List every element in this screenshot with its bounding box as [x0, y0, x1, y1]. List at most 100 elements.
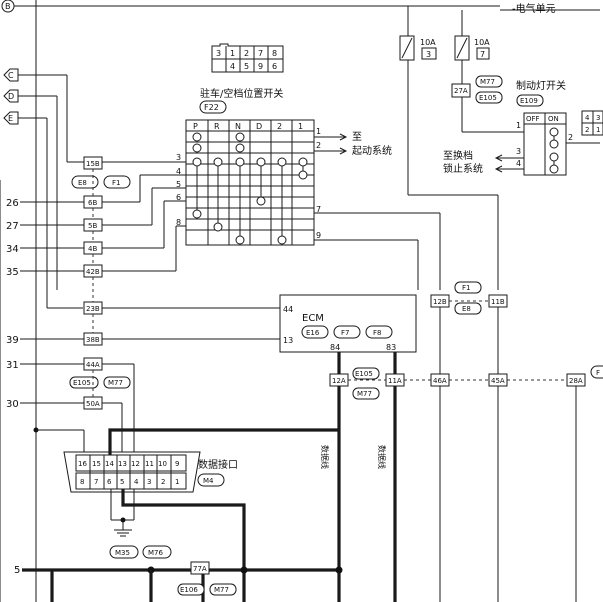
- data-line-label-1: 数据线: [320, 445, 330, 469]
- terminal-d: D: [3, 89, 19, 103]
- svg-text:11B: 11B: [491, 298, 505, 306]
- svg-text:3: 3: [216, 49, 221, 58]
- svg-text:50A: 50A: [86, 400, 100, 408]
- svg-text:2: 2: [316, 141, 321, 150]
- svg-text:9: 9: [316, 231, 321, 240]
- svg-text:E: E: [8, 114, 13, 123]
- svg-text:16: 16: [78, 460, 87, 468]
- terminal-e: E: [3, 111, 19, 125]
- svg-text:F1: F1: [462, 284, 470, 292]
- svg-text:ON: ON: [548, 115, 559, 123]
- svg-text:26: 26: [6, 198, 19, 209]
- to-start-2: 起动系统: [352, 144, 392, 157]
- svg-text:5: 5: [244, 62, 249, 71]
- svg-text:E105: E105: [355, 370, 373, 378]
- svg-text:8: 8: [272, 49, 277, 58]
- svg-text:34: 34: [6, 244, 19, 255]
- svg-text:4: 4: [134, 478, 139, 486]
- svg-text:F7: F7: [341, 329, 349, 337]
- to-start-1: 至: [352, 131, 362, 143]
- svg-text:42B: 42B: [86, 268, 100, 276]
- ground-ids: M35 M76: [109, 545, 172, 559]
- dlc-title: 数据接口: [198, 458, 238, 471]
- svg-text:27A: 27A: [454, 87, 468, 95]
- svg-text:5B: 5B: [88, 222, 97, 230]
- svg-text:6B: 6B: [88, 199, 97, 207]
- svg-text:35: 35: [6, 267, 19, 278]
- svg-text:E16: E16: [306, 329, 320, 337]
- svg-text:7: 7: [480, 50, 485, 59]
- svg-text:3: 3: [426, 50, 431, 59]
- svg-text:F22: F22: [204, 103, 219, 112]
- svg-text:84: 84: [330, 343, 340, 352]
- svg-text:E109: E109: [520, 97, 538, 105]
- svg-text:7: 7: [316, 205, 321, 214]
- svg-text:2: 2: [568, 133, 573, 142]
- svg-text:4: 4: [585, 114, 590, 122]
- electrical-unit-label: -电气单元: [512, 2, 556, 15]
- svg-text:15B: 15B: [86, 160, 100, 168]
- svg-text:M77: M77: [480, 78, 495, 86]
- to-shift-2: 锁止系统: [443, 162, 483, 175]
- svg-text:11: 11: [145, 460, 154, 468]
- svg-text:E105: E105: [479, 94, 497, 102]
- svg-text:F: F: [596, 369, 600, 377]
- svg-text:6: 6: [107, 478, 112, 486]
- svg-text:13: 13: [283, 336, 293, 345]
- svg-text:1: 1: [316, 127, 321, 136]
- svg-text:1: 1: [516, 121, 521, 130]
- ecm-box: ECM E16 F7 F8 44 13 84 83: [279, 294, 417, 353]
- svg-text:45A: 45A: [491, 377, 505, 385]
- brake-switch-title: 制动灯开关: [516, 79, 566, 92]
- svg-text:M4: M4: [203, 477, 214, 485]
- svg-text:5: 5: [14, 565, 20, 576]
- svg-text:M77: M77: [108, 379, 123, 387]
- switch-connector-shape: 3 1 2 7 8 4 5 9 6: [211, 43, 284, 73]
- svg-text:D: D: [256, 122, 262, 131]
- svg-text:3: 3: [147, 478, 151, 486]
- svg-text:46A: 46A: [433, 377, 447, 385]
- svg-text:E8: E8: [462, 305, 471, 313]
- svg-text:6: 6: [272, 62, 277, 71]
- svg-text:C: C: [8, 71, 14, 80]
- svg-text:4: 4: [516, 159, 521, 168]
- svg-text:3: 3: [176, 153, 181, 162]
- ecm-title: ECM: [302, 313, 324, 324]
- svg-text:11A: 11A: [388, 377, 402, 385]
- svg-text:E8: E8: [78, 179, 87, 187]
- svg-text:8: 8: [80, 478, 84, 486]
- svg-text:N: N: [235, 122, 241, 131]
- svg-text:E106: E106: [180, 586, 198, 594]
- svg-text:2: 2: [161, 478, 165, 486]
- svg-text:10A: 10A: [420, 38, 436, 47]
- svg-text:44A: 44A: [86, 361, 100, 369]
- svg-text:5: 5: [120, 478, 124, 486]
- left-numbers: 26 27 34 35 39 31 30 5: [6, 198, 20, 576]
- svg-text:12A: 12A: [332, 377, 346, 385]
- svg-text:1: 1: [298, 122, 303, 131]
- left-connector-stack: 15B E8 F1 6B 5B 4B 42B 23B 38B 44A E105 …: [69, 156, 131, 410]
- svg-text:12: 12: [131, 460, 140, 468]
- brake-switch-connectors: 27A M77 E105: [451, 75, 503, 104]
- brake-switch-grid: OFF ON 1 2 3 4: [516, 112, 573, 176]
- switch-title: 驻车/空档位置开关: [200, 87, 283, 100]
- svg-text:4: 4: [176, 167, 181, 176]
- svg-text:F8: F8: [373, 329, 381, 337]
- svg-text:3: 3: [516, 147, 521, 156]
- side-connector: 4 3 2 1: [581, 110, 603, 136]
- svg-text:5: 5: [176, 180, 181, 189]
- svg-text:4: 4: [230, 62, 235, 71]
- terminal-c: C: [3, 68, 19, 82]
- svg-text:M35: M35: [115, 549, 130, 557]
- svg-text:6: 6: [176, 193, 181, 202]
- svg-text:1: 1: [230, 49, 235, 58]
- svg-text:10: 10: [158, 460, 167, 468]
- svg-text:39: 39: [6, 335, 19, 346]
- switch-connector-id: F22: [199, 100, 227, 114]
- svg-text:30: 30: [6, 399, 19, 410]
- dlc-connector: 16 15 14 13 12 11 10 9 8 7 6 5 4 3 2 1: [63, 451, 201, 493]
- dlc-connector-id: M4: [197, 473, 225, 487]
- svg-text:7: 7: [258, 49, 263, 58]
- svg-text:2: 2: [585, 126, 589, 134]
